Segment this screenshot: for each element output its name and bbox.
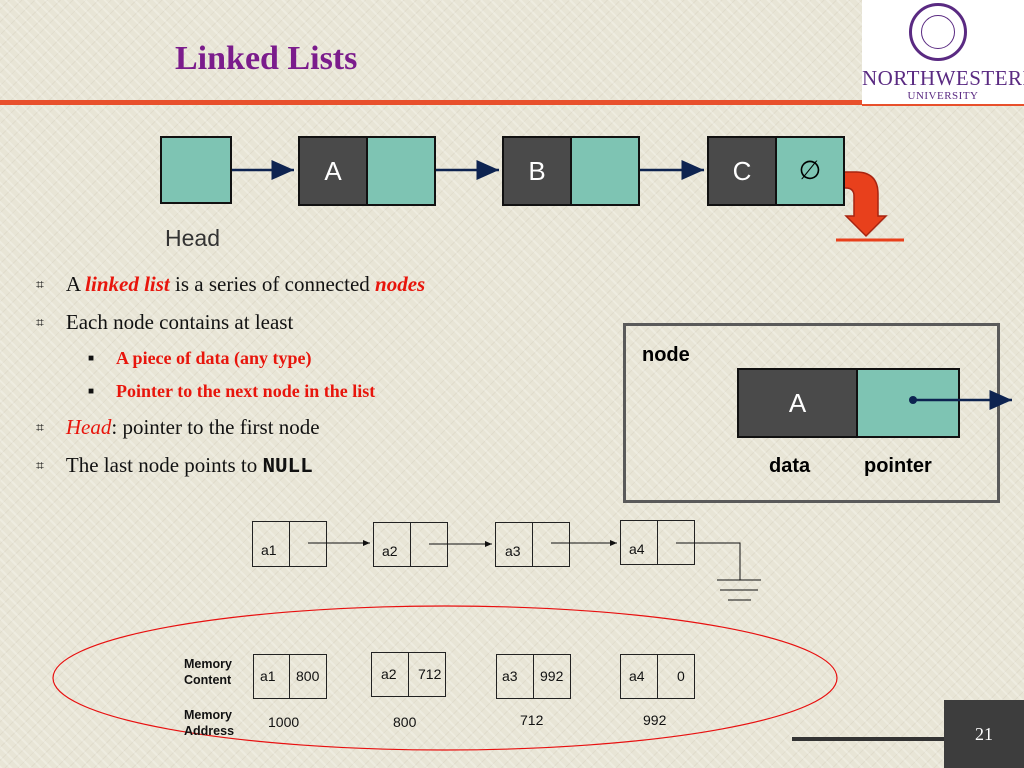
memory-highlight-ellipse [52, 605, 838, 751]
footer-rule [792, 737, 944, 741]
square-bullet-icon: ■ [88, 386, 95, 397]
bullet-icon: ⌗ [36, 421, 44, 436]
anatomy-pointer-cell [856, 368, 960, 438]
memory-cell-1-next [289, 654, 327, 699]
memory-cell-3-data-value: a3 [502, 668, 518, 684]
head-box [160, 136, 232, 204]
anatomy-data-cell: A [737, 368, 858, 438]
abstract-node-4-label: a4 [629, 541, 645, 557]
university-seal-icon [909, 3, 967, 61]
memory-cell-4-next-value: 0 [677, 668, 685, 684]
logo-name-line2: UNIVERSITY [907, 90, 979, 102]
page-number: 21 [944, 700, 1024, 768]
memory-cell-2-data-value: a2 [381, 666, 397, 682]
abstract-node-1-next [289, 521, 327, 567]
square-bullet-icon: ■ [88, 353, 95, 364]
sub-bullet-1: ■A piece of data (any type) [88, 348, 312, 368]
memory-cell-4-next [657, 654, 695, 699]
bullet-3: ⌗Head: pointer to the first node [36, 415, 320, 439]
pointer-label: pointer [864, 455, 932, 477]
abstract-node-3-label: a3 [505, 543, 521, 559]
memory-cell-3-next [533, 654, 571, 699]
anatomy-pointer-arrow [909, 390, 1012, 410]
bullet-icon: ⌗ [36, 278, 44, 293]
node-c-null-pointer: ∅ [775, 136, 845, 206]
bullet-icon: ⌗ [36, 459, 44, 474]
node-a-pointer [366, 136, 436, 206]
memory-cell-3-address: 712 [520, 712, 544, 728]
null-ground-arrow-icon [836, 171, 904, 242]
memory-cell-2-next-value: 712 [418, 666, 442, 682]
memory-cell-3-next-value: 992 [540, 668, 564, 684]
head-label: Head [165, 225, 220, 251]
memory-cell-4-address: 992 [643, 712, 667, 728]
title-divider [0, 100, 862, 105]
abstract-node-3-next [532, 522, 570, 567]
logo-name-line1: NORTHWESTERN [862, 66, 1024, 90]
bullet-2: ⌗Each node contains at least [36, 310, 294, 334]
slide-title: Linked Lists [175, 40, 358, 77]
term-head: Head [65, 415, 112, 439]
memory-cell-1-address: 1000 [268, 714, 300, 730]
sub-bullet-2: ■Pointer to the next node in the list [88, 381, 376, 401]
bullet-4: ⌗The last node points to NULL [36, 453, 313, 479]
abstract-node-1-label: a1 [261, 542, 277, 558]
node-b-pointer [570, 136, 640, 206]
bullet-1: ⌗A linked list is a series of connected … [36, 272, 426, 296]
term-linked-list: linked list [85, 272, 170, 296]
top-linked-list-arrows [192, 160, 904, 242]
data-label: data [769, 455, 811, 477]
memory-cell-2-address: 800 [393, 714, 417, 730]
term-nodes: nodes [375, 272, 426, 296]
node-caption: node [642, 344, 690, 366]
memory-cell-2-next [408, 652, 446, 697]
abstract-node-2-label: a2 [382, 543, 398, 559]
memory-cell-4-data-value: a4 [629, 668, 645, 684]
node-a-data: A [298, 136, 368, 206]
memory-cell-1-next-value: 800 [296, 668, 320, 684]
node-b-data: B [502, 136, 572, 206]
bullet-icon: ⌗ [36, 316, 44, 331]
logo-divider [862, 104, 1024, 106]
node-anatomy-panel [623, 323, 1000, 503]
memory-cell-1-data-value: a1 [260, 668, 276, 684]
abstract-list-arrows [308, 540, 761, 601]
null-keyword: NULL [262, 456, 313, 479]
seal-inner-ring [921, 15, 955, 49]
node-c-data: C [707, 136, 777, 206]
